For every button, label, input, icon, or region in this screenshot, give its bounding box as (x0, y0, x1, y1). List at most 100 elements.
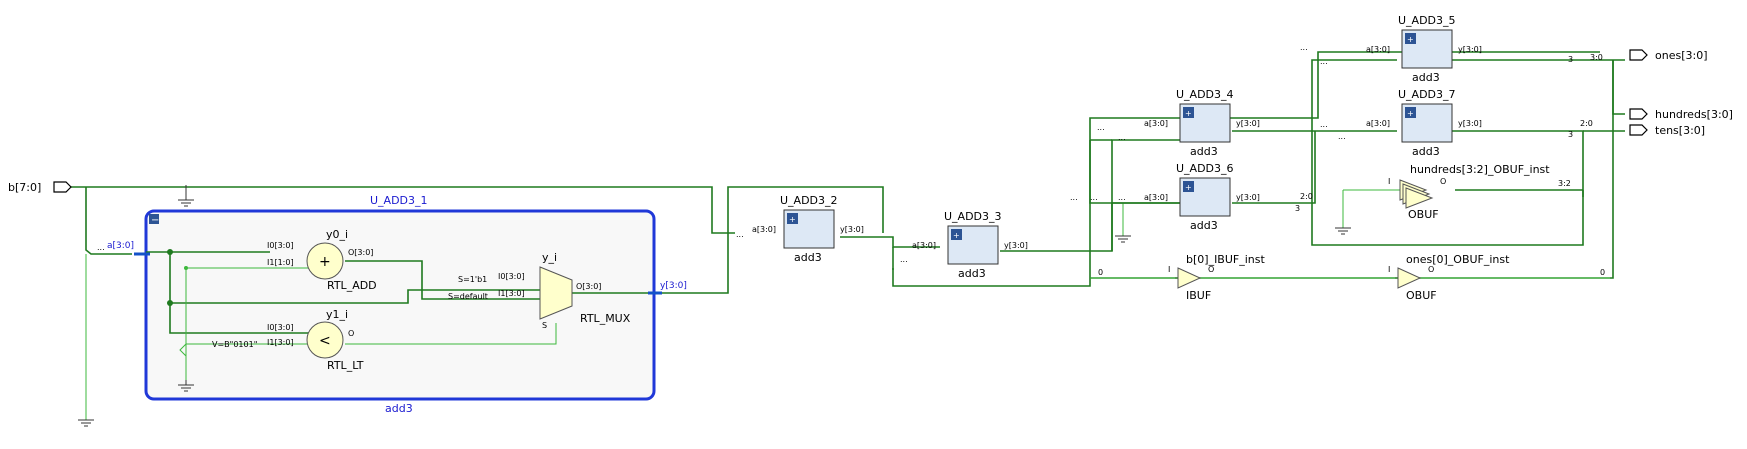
u7-name: U_ADD3_7 (1398, 88, 1456, 101)
bus-ellipsis: ... (1118, 193, 1126, 202)
ground-icon (1115, 235, 1131, 243)
add-name: y0_i (326, 228, 348, 241)
obuf-ones-cell[interactable]: ones[0]_OBUF_inst OBUF I O (1388, 253, 1510, 302)
wires (70, 51, 1625, 420)
u-add3-4-block[interactable]: + U_ADD3_4 add3 a[3:0] y[3:0] (1144, 88, 1260, 158)
ground-icons (78, 227, 1351, 427)
lt-const: V=B"0101" (212, 340, 257, 349)
ibuf-type: IBUF (1186, 289, 1211, 302)
u3-name: U_ADD3_3 (944, 210, 1002, 223)
lt-in0: I0[3:0] (267, 323, 294, 332)
obuf-hund-out: O (1440, 177, 1446, 186)
port-output-tens[interactable]: tens[3:0] (1629, 124, 1705, 137)
bus-ellipsis: ... (97, 243, 105, 252)
port-tens-label: tens[3:0] (1655, 124, 1705, 137)
obuf-ones-name: ones[0]_OBUF_inst (1406, 253, 1510, 266)
obuf-ones-out: O (1428, 265, 1434, 274)
ibuf-in: I (1168, 265, 1170, 274)
u3-type: add3 (958, 267, 986, 280)
obuf-hund-type: OBUF (1408, 208, 1439, 221)
ibuf-name: b[0]_IBUF_inst (1186, 253, 1265, 266)
u4-out: y[3:0] (1236, 119, 1260, 128)
bus-ellipsis: ... (1338, 132, 1346, 141)
mux-in1: I1[3:0] (498, 289, 525, 298)
bus-n3: 3 (1295, 204, 1300, 213)
port-output-hundreds[interactable]: hundreds[3:0] (1629, 108, 1733, 121)
rtl-lt-cell[interactable]: < y1_i RTL_LT I0[3:0] I1[3:0] O V=B"0101… (212, 308, 364, 372)
collapse-glyph: − (151, 215, 159, 226)
mux-sel0: S=1'b1 (458, 275, 487, 284)
u4-name: U_ADD3_4 (1176, 88, 1234, 101)
mux-type: RTL_MUX (580, 312, 631, 325)
mux-in0: I0[3:0] (498, 272, 525, 281)
u2-in: a[3:0] (752, 225, 776, 234)
u5-type: add3 (1412, 71, 1440, 84)
u5-out: y[3:0] (1458, 45, 1482, 54)
mux-sel: S (542, 321, 547, 330)
port-input-b[interactable]: b[7:0] (8, 181, 72, 194)
u1-subtitle: add3 (385, 402, 413, 415)
u3-in: a[3:0] (912, 241, 936, 250)
ground-icon (78, 419, 94, 427)
obuf-hundreds-cell[interactable]: hundreds[3:2]_OBUF_inst OBUF I O (1388, 163, 1550, 221)
add-in0: I0[3:0] (267, 241, 294, 250)
u-add3-2-block[interactable]: + U_ADD3_2 add3 a[3:0] y[3:0] (752, 194, 864, 264)
u5-in: a[3:0] (1366, 45, 1390, 54)
bus-ellipsis: ... (900, 255, 908, 264)
ground-icon (1335, 227, 1351, 235)
rtl-mux-cell[interactable]: y_i RTL_MUX I0[3:0] I1[3:0] O[3:0] S S=1… (448, 251, 631, 330)
port-output-ones[interactable]: ones[3:0] (1629, 49, 1708, 62)
add-type: RTL_ADD (327, 279, 377, 292)
obuf-hund-name: hundreds[3:2]_OBUF_inst (1410, 163, 1550, 176)
u-add3-7-block[interactable]: + U_ADD3_7 add3 a[3:0] y[3:0] (1366, 88, 1482, 158)
bus-n3: 3 (1568, 55, 1573, 64)
bus-ellipsis: ... (1097, 123, 1105, 132)
bus-labels: ... ... ... ... ... ... ... ... ... ... … (97, 43, 1605, 277)
plus-icon: + (953, 231, 960, 240)
u6-out: y[3:0] (1236, 193, 1260, 202)
plus-icon: + (1185, 109, 1192, 118)
port-hundreds-label: hundreds[3:0] (1655, 108, 1733, 121)
mux-sel1: S=default (448, 292, 488, 301)
bus-ellipsis: ... (1118, 133, 1126, 142)
port-ones-label: ones[3:0] (1655, 49, 1708, 62)
u7-type: add3 (1412, 145, 1440, 158)
u2-type: add3 (794, 251, 822, 264)
lt-type: RTL_LT (327, 359, 364, 372)
u3-out: y[3:0] (1004, 241, 1028, 250)
bus-n0: 0 (1600, 268, 1605, 277)
plus-icon: + (789, 215, 796, 224)
lt-glyph: < (319, 333, 331, 349)
bus-r20: 2:0 (1580, 119, 1593, 128)
u2-out: y[3:0] (840, 225, 864, 234)
u-add3-5-block[interactable]: + U_ADD3_5 add3 a[3:0] y[3:0] (1366, 14, 1482, 84)
u1-pin-in: a[3:0] (107, 241, 134, 251)
bus-ellipsis: ... (1320, 120, 1328, 129)
u4-in: a[3:0] (1144, 119, 1168, 128)
plus-icon: + (1407, 109, 1414, 118)
bus-r30: 3:0 (1590, 53, 1603, 62)
ibuf-cell[interactable]: b[0]_IBUF_inst IBUF I O (1168, 253, 1265, 302)
bus-ellipsis: ... (736, 230, 744, 239)
lt-name: y1_i (326, 308, 348, 321)
bus-r20: 2:0 (1300, 192, 1313, 201)
lt-out: O (348, 329, 354, 338)
ibuf-out: O (1208, 265, 1214, 274)
plus-icon: + (1407, 35, 1414, 44)
u6-in: a[3:0] (1144, 193, 1168, 202)
u-add3-1-block[interactable]: U_ADD3_1 add3 − a[3:0] y[3:0] (107, 185, 687, 415)
bus-ellipsis: ... (1070, 193, 1078, 202)
bus-r32: 3:2 (1558, 179, 1571, 188)
u6-type: add3 (1190, 219, 1218, 232)
u-add3-6-block[interactable]: + U_ADD3_6 add3 a[3:0] y[3:0] (1144, 162, 1260, 232)
bus-n0: 0 (1098, 268, 1103, 277)
bus-ellipsis: ... (1300, 43, 1308, 52)
collapse-icon[interactable] (149, 214, 159, 224)
u-add3-3-block[interactable]: + U_ADD3_3 add3 a[3:0] y[3:0] (912, 210, 1028, 280)
u7-out: y[3:0] (1458, 119, 1482, 128)
rtl-add-cell[interactable]: + y0_i RTL_ADD I0[3:0] I1[1:0] O[3:0] (267, 228, 377, 292)
add-in1: I1[1:0] (267, 258, 294, 267)
lt-in1: I1[3:0] (267, 338, 294, 347)
add-out: O[3:0] (348, 248, 373, 257)
